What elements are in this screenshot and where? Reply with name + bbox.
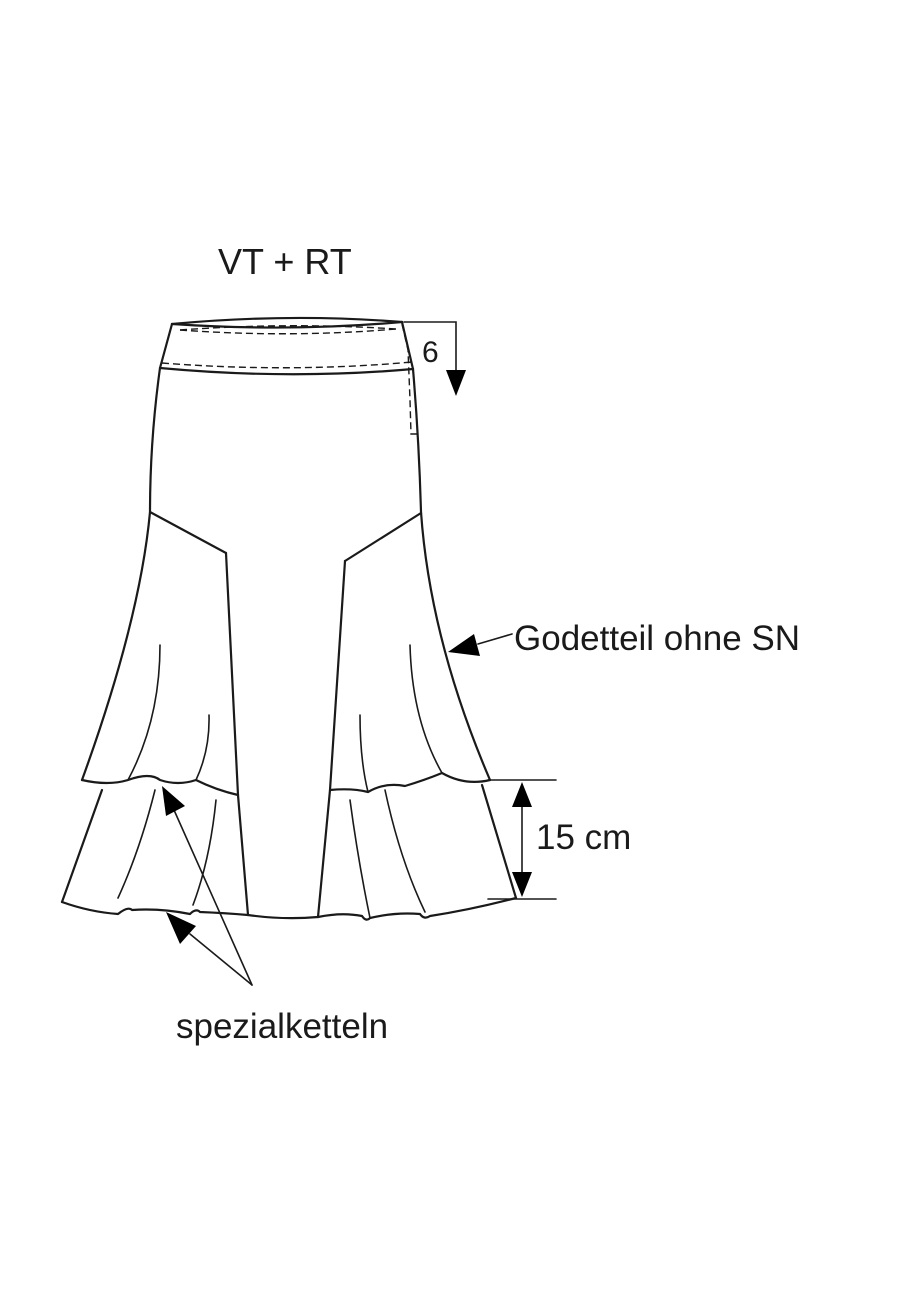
right-yoke-seam [343, 511, 423, 563]
lower-flounce-left-side [60, 788, 104, 904]
arrow-up-left-icon [162, 786, 185, 816]
arrow-up-left-icon [166, 912, 196, 944]
waistband [158, 316, 415, 376]
waistband-height-dimension: 6 [403, 321, 466, 396]
upper-flounce-hem-right [328, 771, 492, 794]
leader-line [477, 633, 513, 645]
hem-finish-callout: spezialketteln [162, 786, 388, 1046]
waistband-top-stitching [179, 325, 397, 331]
lower-flounce-hem-left [60, 900, 250, 917]
centre-panel-left-seam [224, 551, 250, 917]
lower-right-fold-2 [384, 789, 426, 913]
lower-left-fold-2 [192, 799, 217, 906]
upper-right-fold-1 [409, 644, 443, 774]
arrow-down-icon [512, 872, 532, 897]
left-yoke-seam [148, 510, 228, 555]
godet-callout: Godetteil ohne SN [448, 619, 800, 658]
waistband-top-stitching-2 [179, 328, 397, 335]
flounce-height-label: 15 cm [536, 818, 631, 857]
arrow-left-icon [448, 634, 480, 656]
hem-finish-label: spezialketteln [176, 1007, 388, 1046]
waistband-bottom-edge [158, 366, 415, 376]
lower-flounce-hem-right [316, 896, 518, 921]
flounce-height-dimension: 15 cm [487, 779, 631, 900]
leader-line-upper [173, 809, 253, 986]
centre-panel-right-seam [316, 559, 347, 919]
upper-right-fold-2 [359, 714, 369, 793]
waistband-top-edge [170, 316, 404, 326]
arrow-down-icon [446, 370, 466, 396]
lower-left-fold-1 [117, 789, 156, 899]
waistband-top-back-edge [170, 320, 404, 329]
lower-right-fold-1 [349, 799, 371, 919]
leader-line-lower [189, 933, 253, 986]
waistband-bottom-stitching [161, 361, 413, 369]
upper-left-fold-1 [127, 644, 161, 781]
waistband-height-label: 6 [422, 336, 439, 369]
waistband-left-side [158, 322, 174, 370]
dimension-line [403, 321, 457, 373]
upper-left-fold-2 [195, 714, 210, 781]
upper-flounce-hem-left [80, 774, 240, 797]
centre-panel-hem [246, 913, 320, 920]
skirt-left-side-seam [80, 366, 162, 782]
godet-label: Godetteil ohne SN [514, 619, 800, 658]
view-title: VT + RT [218, 241, 352, 282]
skirt-right-side-seam [411, 367, 492, 782]
arrow-up-icon [512, 782, 532, 807]
lower-flounce-right-side [480, 783, 518, 900]
zipper-stitching [401, 323, 418, 435]
